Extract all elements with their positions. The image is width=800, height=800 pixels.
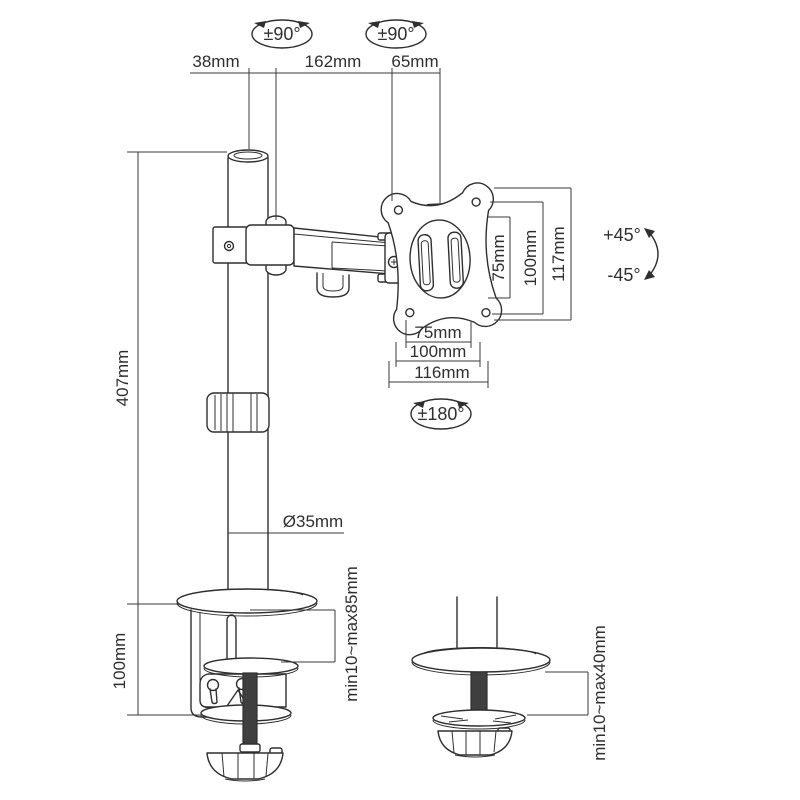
dim-label-162mm: 162mm	[305, 52, 362, 71]
tilt-up-label: +45°	[603, 225, 641, 245]
pole	[227, 149, 269, 593]
vesa-horizontal-dimensions: 75mm 100mm 116mm	[388, 320, 489, 388]
pole-collar	[245, 224, 295, 266]
clamp-top-pad	[203, 657, 299, 675]
dim-label-100mm: 100mm	[110, 633, 129, 690]
vesa-hole-top-left	[393, 205, 404, 215]
grommet-screw	[470, 671, 488, 715]
dim-label-35mm: Ø35mm	[283, 512, 343, 531]
dim-label-117mm: 117mm	[549, 226, 568, 281]
height-adjust-ring	[206, 392, 270, 433]
pole-diameter-dimension: Ø35mm	[228, 512, 344, 534]
dim-label-75mm-vertical: 75mm	[489, 234, 508, 281]
cable-clip	[316, 272, 350, 298]
rotation-arrow-left-icon	[254, 21, 266, 28]
rotation-arrow-right-icon	[298, 21, 310, 28]
dim-label-75mm-horizontal: 75mm	[414, 323, 461, 342]
vesa-hole-top-right	[471, 197, 481, 207]
clamp-screw	[242, 672, 258, 749]
rotation-arrow-right-icon	[457, 401, 469, 408]
dim-label-65mm: 65mm	[391, 52, 438, 71]
dim-label-grommet-range: min10~max40mm	[590, 625, 609, 761]
vesa-rotation-disc	[409, 219, 471, 299]
desk-clamp	[176, 588, 318, 782]
dim-label-116mm: 116mm	[414, 363, 469, 382]
dim-label-38mm: 38mm	[192, 52, 239, 71]
pole-swivel-label: ±90°	[263, 24, 300, 44]
vesa-slot-left	[417, 234, 435, 292]
dim-label-100mm-vertical: 100mm	[521, 230, 540, 287]
pole-height-dimension: 407mm	[113, 151, 227, 604]
rotation-arrow-left-icon	[368, 21, 380, 28]
arm-assembly	[212, 215, 403, 298]
collar-bottom-lug	[265, 264, 287, 276]
grommet-lower-disc	[432, 709, 526, 727]
tilt-down-label: -45°	[607, 265, 640, 285]
clamp-guide-rod	[226, 614, 237, 663]
dim-label-100mm-horizontal: 100mm	[410, 342, 467, 361]
tilt-arc	[647, 230, 659, 278]
tilt-arrow-down-icon	[644, 270, 655, 280]
clamp-knob	[206, 752, 284, 780]
head-swivel-label: ±90°	[377, 24, 414, 44]
grommet-knob	[437, 730, 513, 756]
top-dimension-lines: 38mm 162mm 65mm	[190, 52, 441, 220]
clamp-range-dimension: min10~max85mm	[250, 566, 361, 702]
vesa-hole-bottom-right	[481, 307, 491, 318]
head-swivel-indicator: ±90°	[365, 19, 427, 49]
grommet-mount	[411, 596, 551, 758]
tilt-arrow-up-icon	[644, 228, 655, 238]
vesa-slot-right	[447, 231, 464, 289]
rotation-arrow-left-icon	[413, 401, 425, 408]
vesa-rotate-label: ±180°	[417, 404, 464, 424]
vesa-rotate-indicator: ±180°	[410, 398, 472, 430]
dim-label-clamp-range: min10~max85mm	[342, 566, 361, 702]
vesa-plate	[380, 182, 503, 336]
vesa-vertical-dimensions: 75mm 100mm 117mm	[488, 187, 572, 321]
tilt-indicator: +45° -45°	[603, 225, 659, 285]
grommet-range-dimension: min10~max40mm	[527, 625, 609, 761]
pole-swivel-indicator: ±90°	[251, 19, 313, 49]
vesa-hole-bottom-left	[405, 307, 415, 318]
dim-label-407mm: 407mm	[113, 350, 132, 407]
rotation-arrow-right-icon	[412, 21, 424, 28]
